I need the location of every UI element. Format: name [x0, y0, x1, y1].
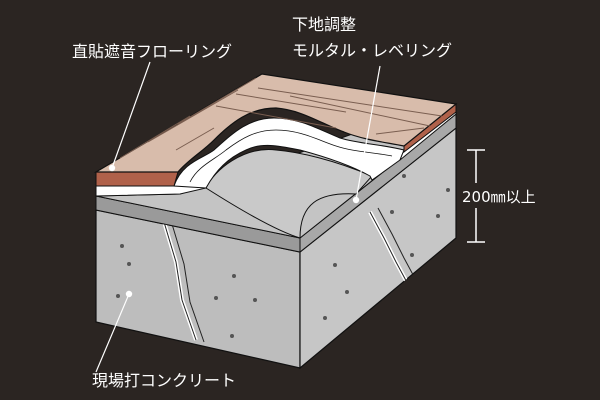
label-flooring: 直貼遮音フローリング	[72, 44, 232, 60]
label-mortar-leveling: モルタル・レベリング	[292, 43, 452, 59]
flooring-left-edge	[96, 172, 178, 186]
label-slab-thickness: 200㎜以上	[462, 190, 536, 205]
label-cast-in-place-concrete: 現場打コンクリート	[92, 373, 236, 389]
label-base-adjustment: 下地調整	[292, 17, 356, 33]
